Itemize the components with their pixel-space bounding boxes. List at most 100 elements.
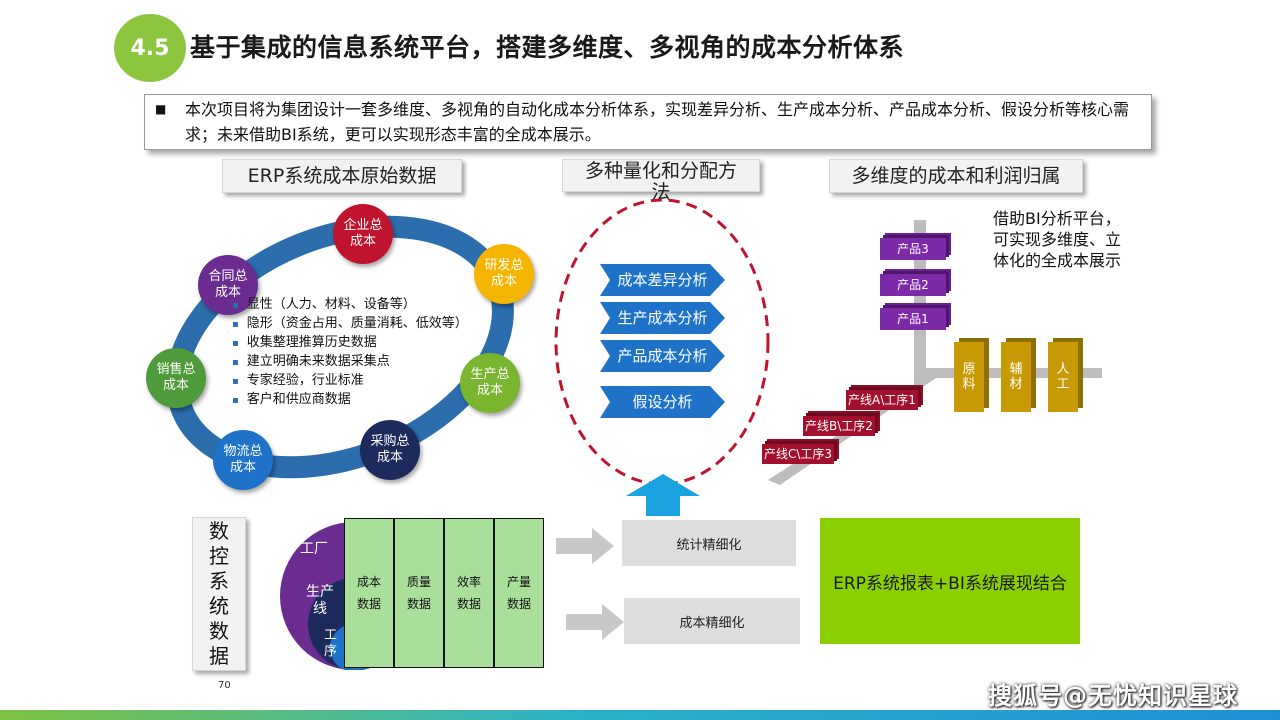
list-item: ▪显性（人力、材料、设备等） [232, 297, 416, 312]
methods-header-line2: 法 [651, 181, 671, 203]
line-box-b: 产线B\工序2 [803, 416, 875, 436]
ring-item-list: ▪显性（人力、材料、设备等） ▪隐形（资金占用、质量消耗、低效等） ▪收集整理推… [232, 296, 468, 410]
ring-node-label: 企业总 [343, 218, 383, 233]
right-arrow-icon [566, 604, 624, 640]
intro-text: 本次项目将为集团设计一套多维度、多视角的自动化成本分析体系，实现差异分析、生产成… [185, 100, 1130, 144]
col-text: 效率 [456, 575, 481, 589]
list-item-text: 收集整理推算历史数据 [246, 335, 377, 350]
circle-label-line: 生产 线 [306, 584, 334, 618]
col-text: 质量 [406, 575, 431, 589]
label-char: 系 [209, 569, 229, 593]
col-text: 数据 [506, 597, 531, 611]
circle-label-char: 生产 [306, 584, 334, 600]
erp-bi-box: ERP系统报表+BI系统展现结合 [820, 518, 1080, 644]
material-char: 辅 [1009, 362, 1023, 377]
product-box-1: 产品1 [880, 308, 946, 330]
bi-platform-text: 借助BI分析平台，可实现多维度、立体化的全成本展示 [993, 209, 1122, 270]
material-char: 人 [1056, 362, 1070, 377]
circle-label-char: 序 [324, 644, 338, 659]
ring-node-label: 物流总 [223, 444, 263, 459]
watermark: 搜狐号@无忧知识星球 [988, 682, 1238, 710]
ring-node-label: 成本 [376, 450, 403, 465]
label-char: 控 [209, 544, 229, 568]
ring-node: 采购总成本 [360, 420, 420, 480]
stat-refine-box: 统计精细化 [622, 520, 796, 566]
data-column-cost: 成本数据 [344, 518, 394, 668]
ring-node: 生产总成本 [460, 353, 520, 413]
list-item: ▪建立明确未来数据采集点 [232, 354, 390, 369]
list-item-text: 隐形（资金占用、质量消耗、低效等） [246, 316, 468, 331]
section-header-methods: 多种量化和分配方 法 [562, 159, 760, 203]
data-column-quality: 质量数据 [394, 518, 444, 668]
line-box-a: 产线A\工序1 [846, 390, 918, 410]
data-column-output: 产量数据 [494, 518, 544, 668]
ring-node-label: 成本 [490, 274, 517, 289]
ring-node-label: 成本 [229, 460, 256, 475]
ring-node: 研发总成本 [474, 244, 534, 304]
page-number: 70 [218, 680, 231, 691]
ring-node-label: 成本 [162, 378, 189, 393]
list-item: ▪客户和供应商数据 [232, 392, 351, 407]
ring-node: 销售总成本 [146, 348, 206, 408]
list-item-text: 建立明确未来数据采集点 [246, 354, 390, 369]
material-box-labor: 人工 [1048, 342, 1078, 412]
list-item: ▪隐形（资金占用、质量消耗、低效等） [232, 316, 468, 331]
page-title: 基于集成的信息系统平台，搭建多维度、多视角的成本分析体系 [190, 33, 905, 62]
label-char: 数 [209, 619, 229, 643]
method-chevron-variance: 成本差异分析 [600, 264, 725, 296]
intro-box: ■ 本次项目将为集团设计一套多维度、多视角的自动化成本分析体系，实现差异分析、生… [144, 94, 1152, 150]
section-number-badge: 4.5 [114, 14, 186, 82]
col-text: 数据 [456, 597, 481, 611]
ring-node-label: 成本 [214, 285, 241, 300]
material-char: 原 [962, 362, 976, 377]
data-column-efficiency: 效率数据 [444, 518, 494, 668]
label-char: 据 [209, 644, 229, 668]
material-box-raw: 原料 [954, 342, 984, 412]
section-header-multi: 多维度的成本和利润归属 [829, 159, 1083, 193]
material-char: 工 [1056, 377, 1070, 392]
bottom-accent-bar [0, 710, 1280, 720]
ring-node: 物流总成本 [213, 430, 273, 490]
material-box-aux: 辅材 [1001, 342, 1031, 412]
circle-label-char: 工 [324, 628, 338, 643]
list-item-text: 显性（人力、材料、设备等） [246, 297, 416, 312]
ring-node-label: 采购总 [370, 434, 410, 449]
label-char: 数 [209, 519, 229, 543]
ring-node: 企业总成本 [333, 204, 393, 264]
col-text: 产量 [506, 575, 531, 589]
method-chevron-production: 生产成本分析 [600, 302, 725, 334]
label-char: 统 [209, 594, 229, 618]
ring-node-label: 成本 [349, 234, 376, 249]
circle-label-factory: 工厂 [300, 541, 328, 557]
material-char: 材 [1009, 377, 1023, 392]
right-arrow-icon [556, 528, 614, 564]
list-item: ▪收集整理推算历史数据 [232, 335, 377, 350]
list-item-text: 客户和供应商数据 [246, 392, 351, 407]
cost-refine-box: 成本精细化 [624, 598, 800, 644]
circle-label-char: 线 [313, 601, 327, 617]
ring-node: 合同总成本 [198, 255, 258, 315]
ring-node-label: 合同总 [208, 269, 248, 284]
method-chevron-product: 产品成本分析 [600, 340, 725, 372]
circle-label-process: 工 序 [324, 628, 337, 660]
line-box-c: 产线C\工序3 [762, 444, 834, 464]
material-char: 料 [962, 377, 976, 392]
ring-node-label: 生产总 [470, 367, 510, 382]
list-item-text: 专家经验，行业标准 [246, 373, 364, 388]
product-box-3: 产品3 [880, 238, 946, 260]
method-chevron-hypothesis: 假设分析 [600, 386, 725, 418]
section-header-erp: ERP系统成本原始数据 [222, 159, 462, 193]
nc-system-data-label: 数 控 系 统 数 据 [192, 517, 246, 671]
col-text: 数据 [356, 597, 381, 611]
product-box-2: 产品2 [880, 274, 946, 296]
methods-dashed-ellipse [554, 198, 770, 486]
list-item: ▪专家经验，行业标准 [232, 373, 364, 388]
ring-node-label: 成本 [476, 383, 503, 398]
ring-node-label: 销售总 [156, 362, 196, 377]
col-text: 数据 [406, 597, 431, 611]
col-text: 成本 [356, 575, 381, 589]
methods-header-line1: 多种量化和分配方 [584, 160, 737, 182]
intro-bullet: ■ [155, 102, 167, 116]
ring-node-label: 研发总 [484, 258, 524, 273]
up-arrow-icon [626, 474, 700, 516]
